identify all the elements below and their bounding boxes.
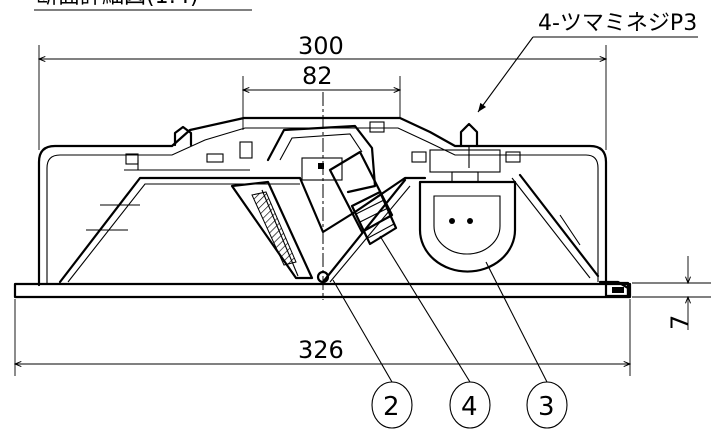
title-text: 断面詳細図(1:4): [36, 0, 199, 9]
dimension-326: 326: [15, 299, 630, 376]
dimension-82: 82: [243, 62, 400, 130]
hatched-fin: [230, 180, 314, 280]
callout-4: 4: [449, 381, 491, 429]
lamp-holder: [418, 149, 517, 273]
callout-leaders: [332, 235, 548, 383]
inner-clips: [124, 121, 521, 171]
screw-note-text: 4-ツマミネジP3: [538, 11, 697, 36]
socket-assembly: [266, 124, 398, 246]
dimension-7: 7: [632, 256, 711, 330]
screw-note: 4-ツマミネジP3: [477, 11, 698, 113]
screw-leader: [477, 36, 534, 113]
dimension-326-text: 326: [298, 336, 344, 364]
dimension-300-text: 300: [298, 32, 344, 60]
callout-2: 2: [371, 381, 413, 429]
dimension-82-text: 82: [302, 62, 333, 90]
screw-knob-left: [173, 125, 193, 147]
bottom-plate: [13, 280, 632, 299]
drawing-title: 断面詳細図(1:4): [34, 0, 252, 11]
callout-3: 3: [526, 381, 568, 429]
dimension-7-text: 7: [666, 315, 694, 330]
reflector-body: [58, 173, 600, 284]
plate-edge-clip: [604, 281, 630, 298]
dimension-300: 300: [39, 32, 606, 150]
callout-2-label: 2: [383, 392, 400, 422]
callout-3-label: 3: [538, 392, 555, 422]
callout-4-label: 4: [461, 392, 478, 422]
mount-pin: [316, 270, 330, 284]
